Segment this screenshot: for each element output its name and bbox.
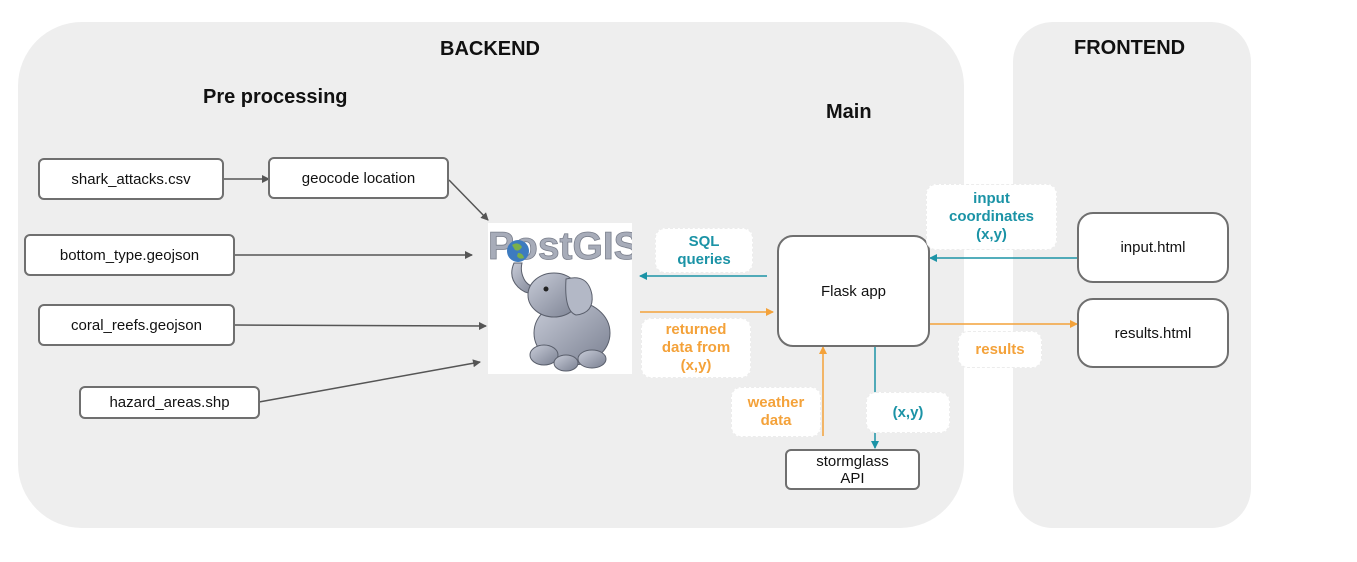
shark-attacks-node: shark_attacks.csv xyxy=(38,158,224,200)
coral-reefs-node: coral_reefs.geojson xyxy=(38,304,235,346)
postgis-elephant-icon: PostGIS xyxy=(488,225,640,372)
bottom-type-node: bottom_type.geojson xyxy=(24,234,235,276)
returned-data-label: returned data from (x,y) xyxy=(641,318,751,378)
input-html-node: input.html xyxy=(1077,212,1229,283)
preprocessing-heading: Pre processing xyxy=(203,86,348,108)
hazard-areas-node: hazard_areas.shp xyxy=(79,386,260,419)
backend-heading: BACKEND xyxy=(440,38,540,60)
geocode-location-label: geocode location xyxy=(301,169,416,187)
bottom-type-label: bottom_type.geojson xyxy=(59,246,200,264)
returned-data-line3: (x,y) xyxy=(680,357,712,374)
stormglass-api-node: stormglass API xyxy=(785,449,920,490)
input-coordinates-line2: coordinates xyxy=(948,208,1035,225)
returned-data-line2: data from xyxy=(661,339,731,356)
weather-data-line2: data xyxy=(760,412,792,429)
main-heading: Main xyxy=(826,101,872,123)
stormglass-label-line1: stormglass xyxy=(816,452,889,470)
flask-app-label: Flask app xyxy=(820,282,887,300)
weather-data-line1: weather xyxy=(747,394,805,411)
postgis-logo: PostGIS xyxy=(488,223,640,374)
weather-data-label: weather data xyxy=(731,387,821,437)
results-flow-text: results xyxy=(975,340,1025,358)
arrow-geocode-to-postgis xyxy=(448,179,489,221)
results-html-label: results.html xyxy=(1114,324,1192,342)
xy-flow-label: (x,y) xyxy=(866,392,950,433)
input-html-label: input.html xyxy=(1120,239,1186,256)
xy-flow-text: (x,y) xyxy=(892,403,924,421)
frontend-heading: FRONTEND xyxy=(1074,37,1186,59)
sql-queries-label: SQL queries xyxy=(655,228,753,273)
arrow-coral-to-postgis xyxy=(234,321,487,330)
sql-queries-line2: queries xyxy=(677,250,731,268)
coral-reefs-label: coral_reefs.geojson xyxy=(71,316,202,334)
input-coordinates-line1: input xyxy=(973,190,1010,207)
sql-queries-line1: SQL xyxy=(688,232,720,250)
input-coordinates-label: input coordinates (x,y) xyxy=(926,184,1057,250)
input-coordinates-line3: (x,y) xyxy=(976,226,1007,243)
returned-data-line1: returned xyxy=(665,321,727,338)
results-flow-label: results xyxy=(958,331,1042,368)
results-html-node: results.html xyxy=(1077,298,1229,368)
hazard-areas-label: hazard_areas.shp xyxy=(109,394,230,411)
flask-app-node: Flask app xyxy=(777,235,930,347)
shark-attacks-label: shark_attacks.csv xyxy=(71,170,191,188)
stormglass-label-line2: API xyxy=(840,469,865,487)
geocode-location-node: geocode location xyxy=(268,157,449,199)
arrow-hazard-to-postgis xyxy=(258,359,481,403)
